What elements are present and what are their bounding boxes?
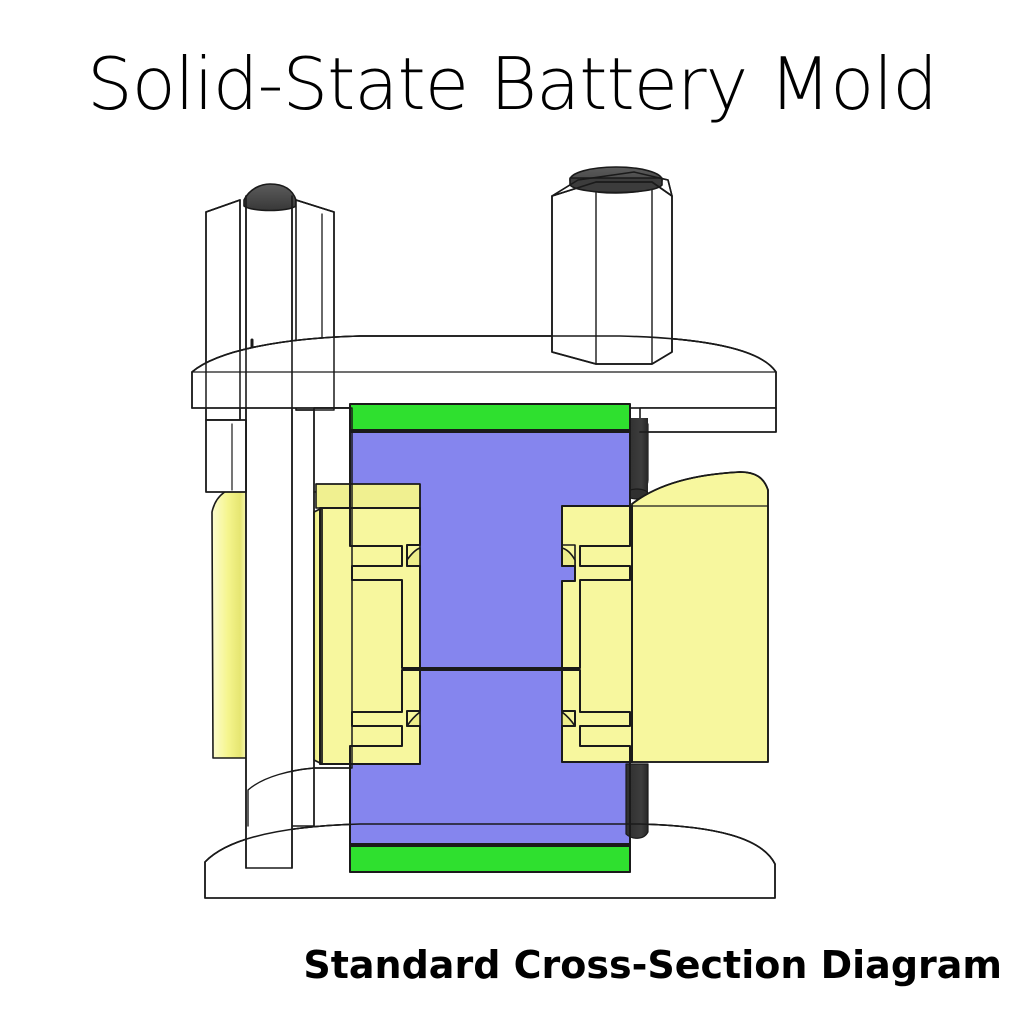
mold-body-left xyxy=(313,483,421,765)
seal-groove-upper-right xyxy=(561,544,576,567)
page-caption: Standard Cross-Section Diagram xyxy=(303,943,1002,987)
top-green-layer xyxy=(349,403,631,433)
seal-groove-lower-right xyxy=(561,710,576,727)
seal-groove-upper-left xyxy=(406,544,421,567)
right-hex-bolt xyxy=(551,166,673,365)
outline-overlay xyxy=(191,171,777,899)
shadow-strip-lower xyxy=(625,763,649,839)
seal-groove-lower-left xyxy=(406,710,421,727)
page-title: Solid-State Battery Mold xyxy=(87,42,938,126)
bottom-green-layer xyxy=(349,843,631,873)
shadow-strip-upper xyxy=(625,418,649,500)
